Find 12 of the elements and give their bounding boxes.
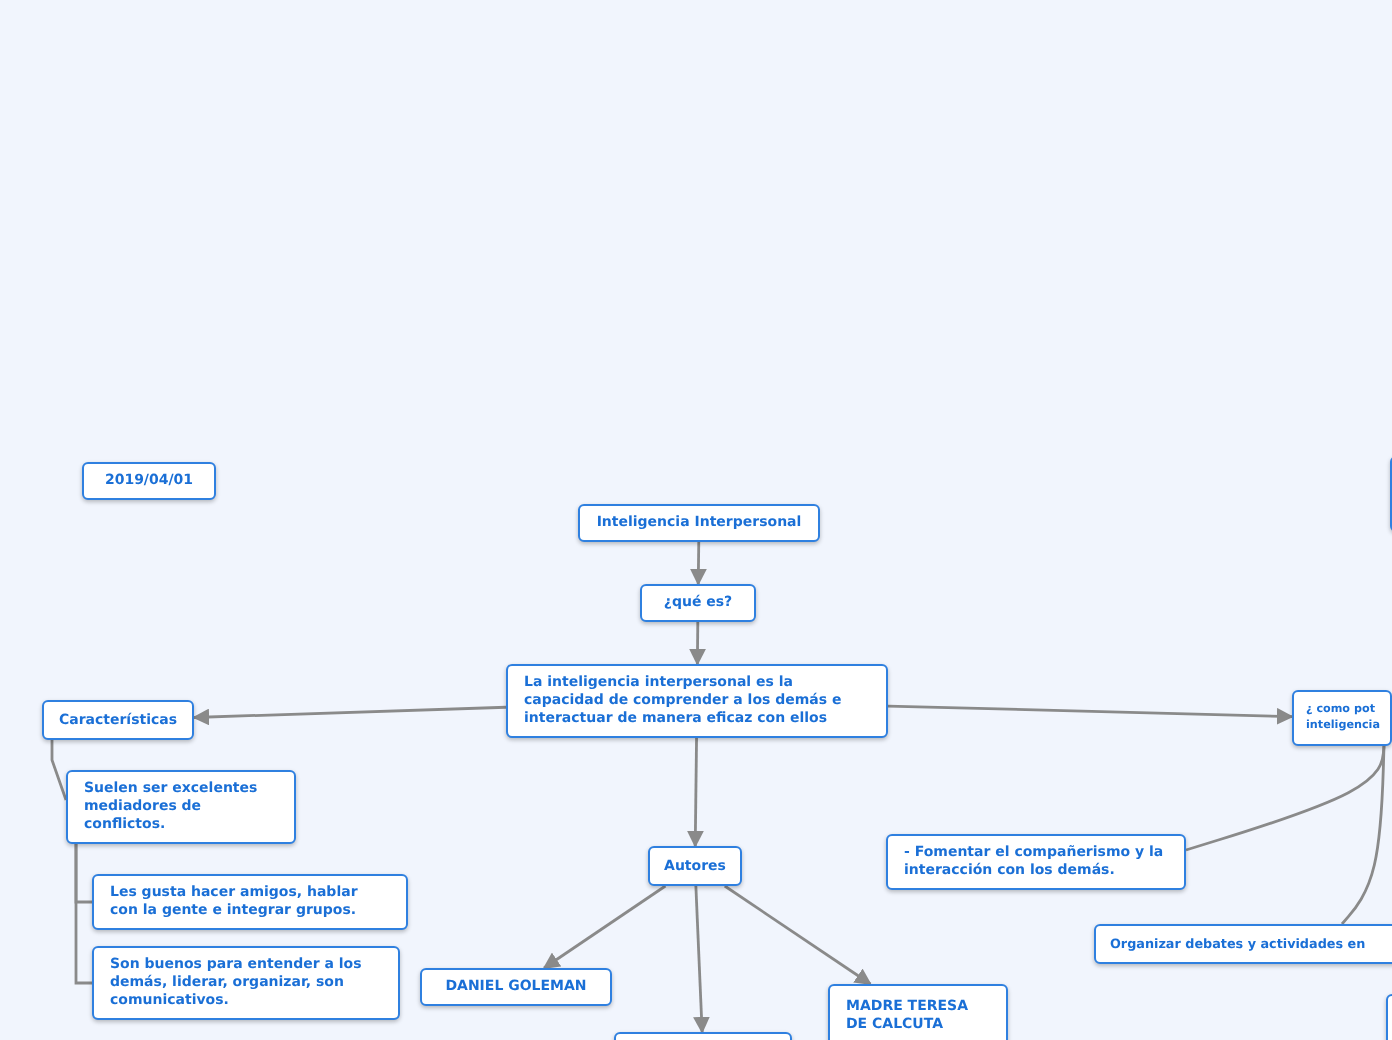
arrow bbox=[687, 738, 704, 848]
arrow bbox=[693, 885, 710, 1034]
connector-line bbox=[50, 740, 68, 801]
arrow bbox=[887, 704, 1294, 725]
arrow bbox=[192, 705, 507, 726]
arrow bbox=[690, 542, 707, 586]
connector-line bbox=[1340, 745, 1386, 925]
arrow bbox=[689, 622, 706, 666]
arrow bbox=[542, 884, 667, 970]
arrow bbox=[723, 884, 872, 986]
connector-line bbox=[74, 844, 92, 985]
connector-line bbox=[1185, 745, 1386, 852]
